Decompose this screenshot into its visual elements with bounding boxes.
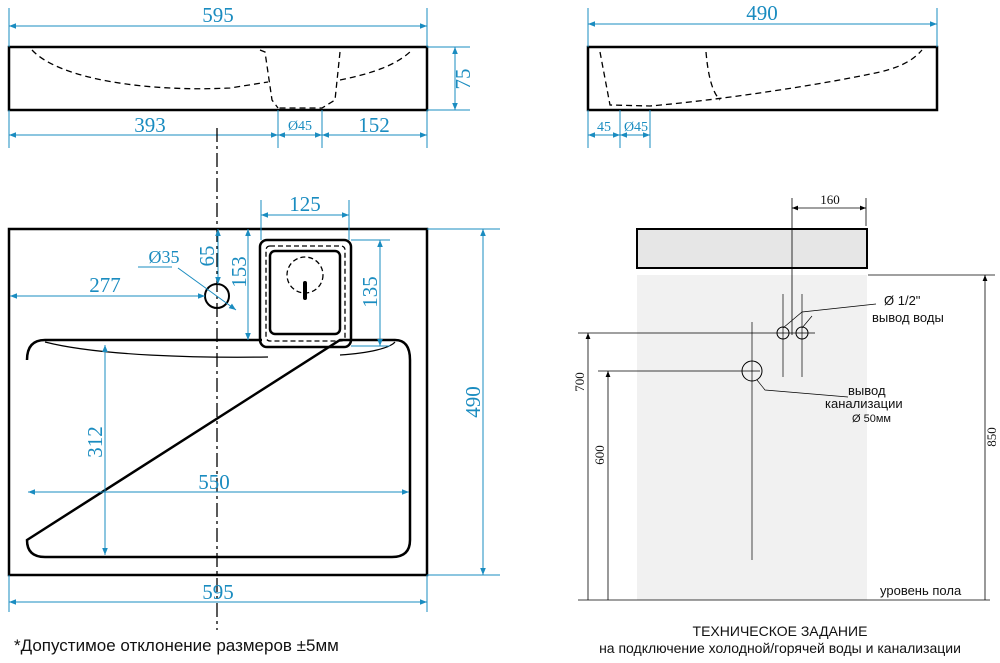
depth-label: 490 [461,386,485,418]
side-drain-label: Ø45 [288,119,312,134]
water-height-label: 700 [572,372,587,392]
width-label: 595 [202,580,234,604]
installation-view: 160 Ø 1/2" вывод воды вывод канализации … [572,192,999,601]
side-width-label: 595 [202,3,234,27]
drain-height-label: 600 [592,445,607,465]
spec-title: ТЕХНИЧЕСКОЕ ЗАДАНИЕ [692,623,868,639]
water-size-label: Ø 1/2" [884,293,921,308]
drain-label-1: вывод [848,383,886,398]
end-offset-label: 45 [597,120,611,135]
end-width-label: 490 [746,1,778,25]
cold-water-outlet-icon [776,326,790,340]
faucet-inner-label: 135 [358,276,382,308]
hole-diameter-label: Ø35 [149,247,180,267]
faucet-depth-label: 153 [227,256,251,288]
drain-outlet-icon [741,360,763,382]
tolerance-note: *Допустимое отклонение размеров ±5мм [14,636,339,655]
plan-view: 125 Ø35 65 153 135 277 490 312 550 595 [7,128,500,630]
side-view-outline [7,45,429,112]
drain-size-label: Ø 50мм [852,413,891,425]
basin-width-label: 550 [198,470,230,494]
side-left-label: 393 [134,113,166,137]
basin-depth-label: 312 [83,426,107,458]
sink-profile [636,228,868,269]
side-view: 595 75 393 Ø45 152 [7,3,475,148]
spec-subtitle: на подключение холодной/горячей воды и к… [599,640,961,656]
end-drain-label: Ø45 [624,120,648,135]
side-height-label: 75 [451,69,475,90]
side-right-label: 152 [358,113,390,137]
drain-label-2: канализации [825,396,903,411]
water-label: вывод воды [872,310,944,325]
end-view: 490 45 Ø45 [586,1,939,148]
floor-label: уровень пола [880,583,962,598]
faucet-width-label: 125 [289,192,321,216]
total-height-label: 850 [984,427,999,447]
hole-offset-label: 65 [195,246,219,267]
hole-left-label: 277 [89,273,121,297]
offset-label: 160 [820,192,840,207]
hot-water-outlet-icon [795,326,809,340]
